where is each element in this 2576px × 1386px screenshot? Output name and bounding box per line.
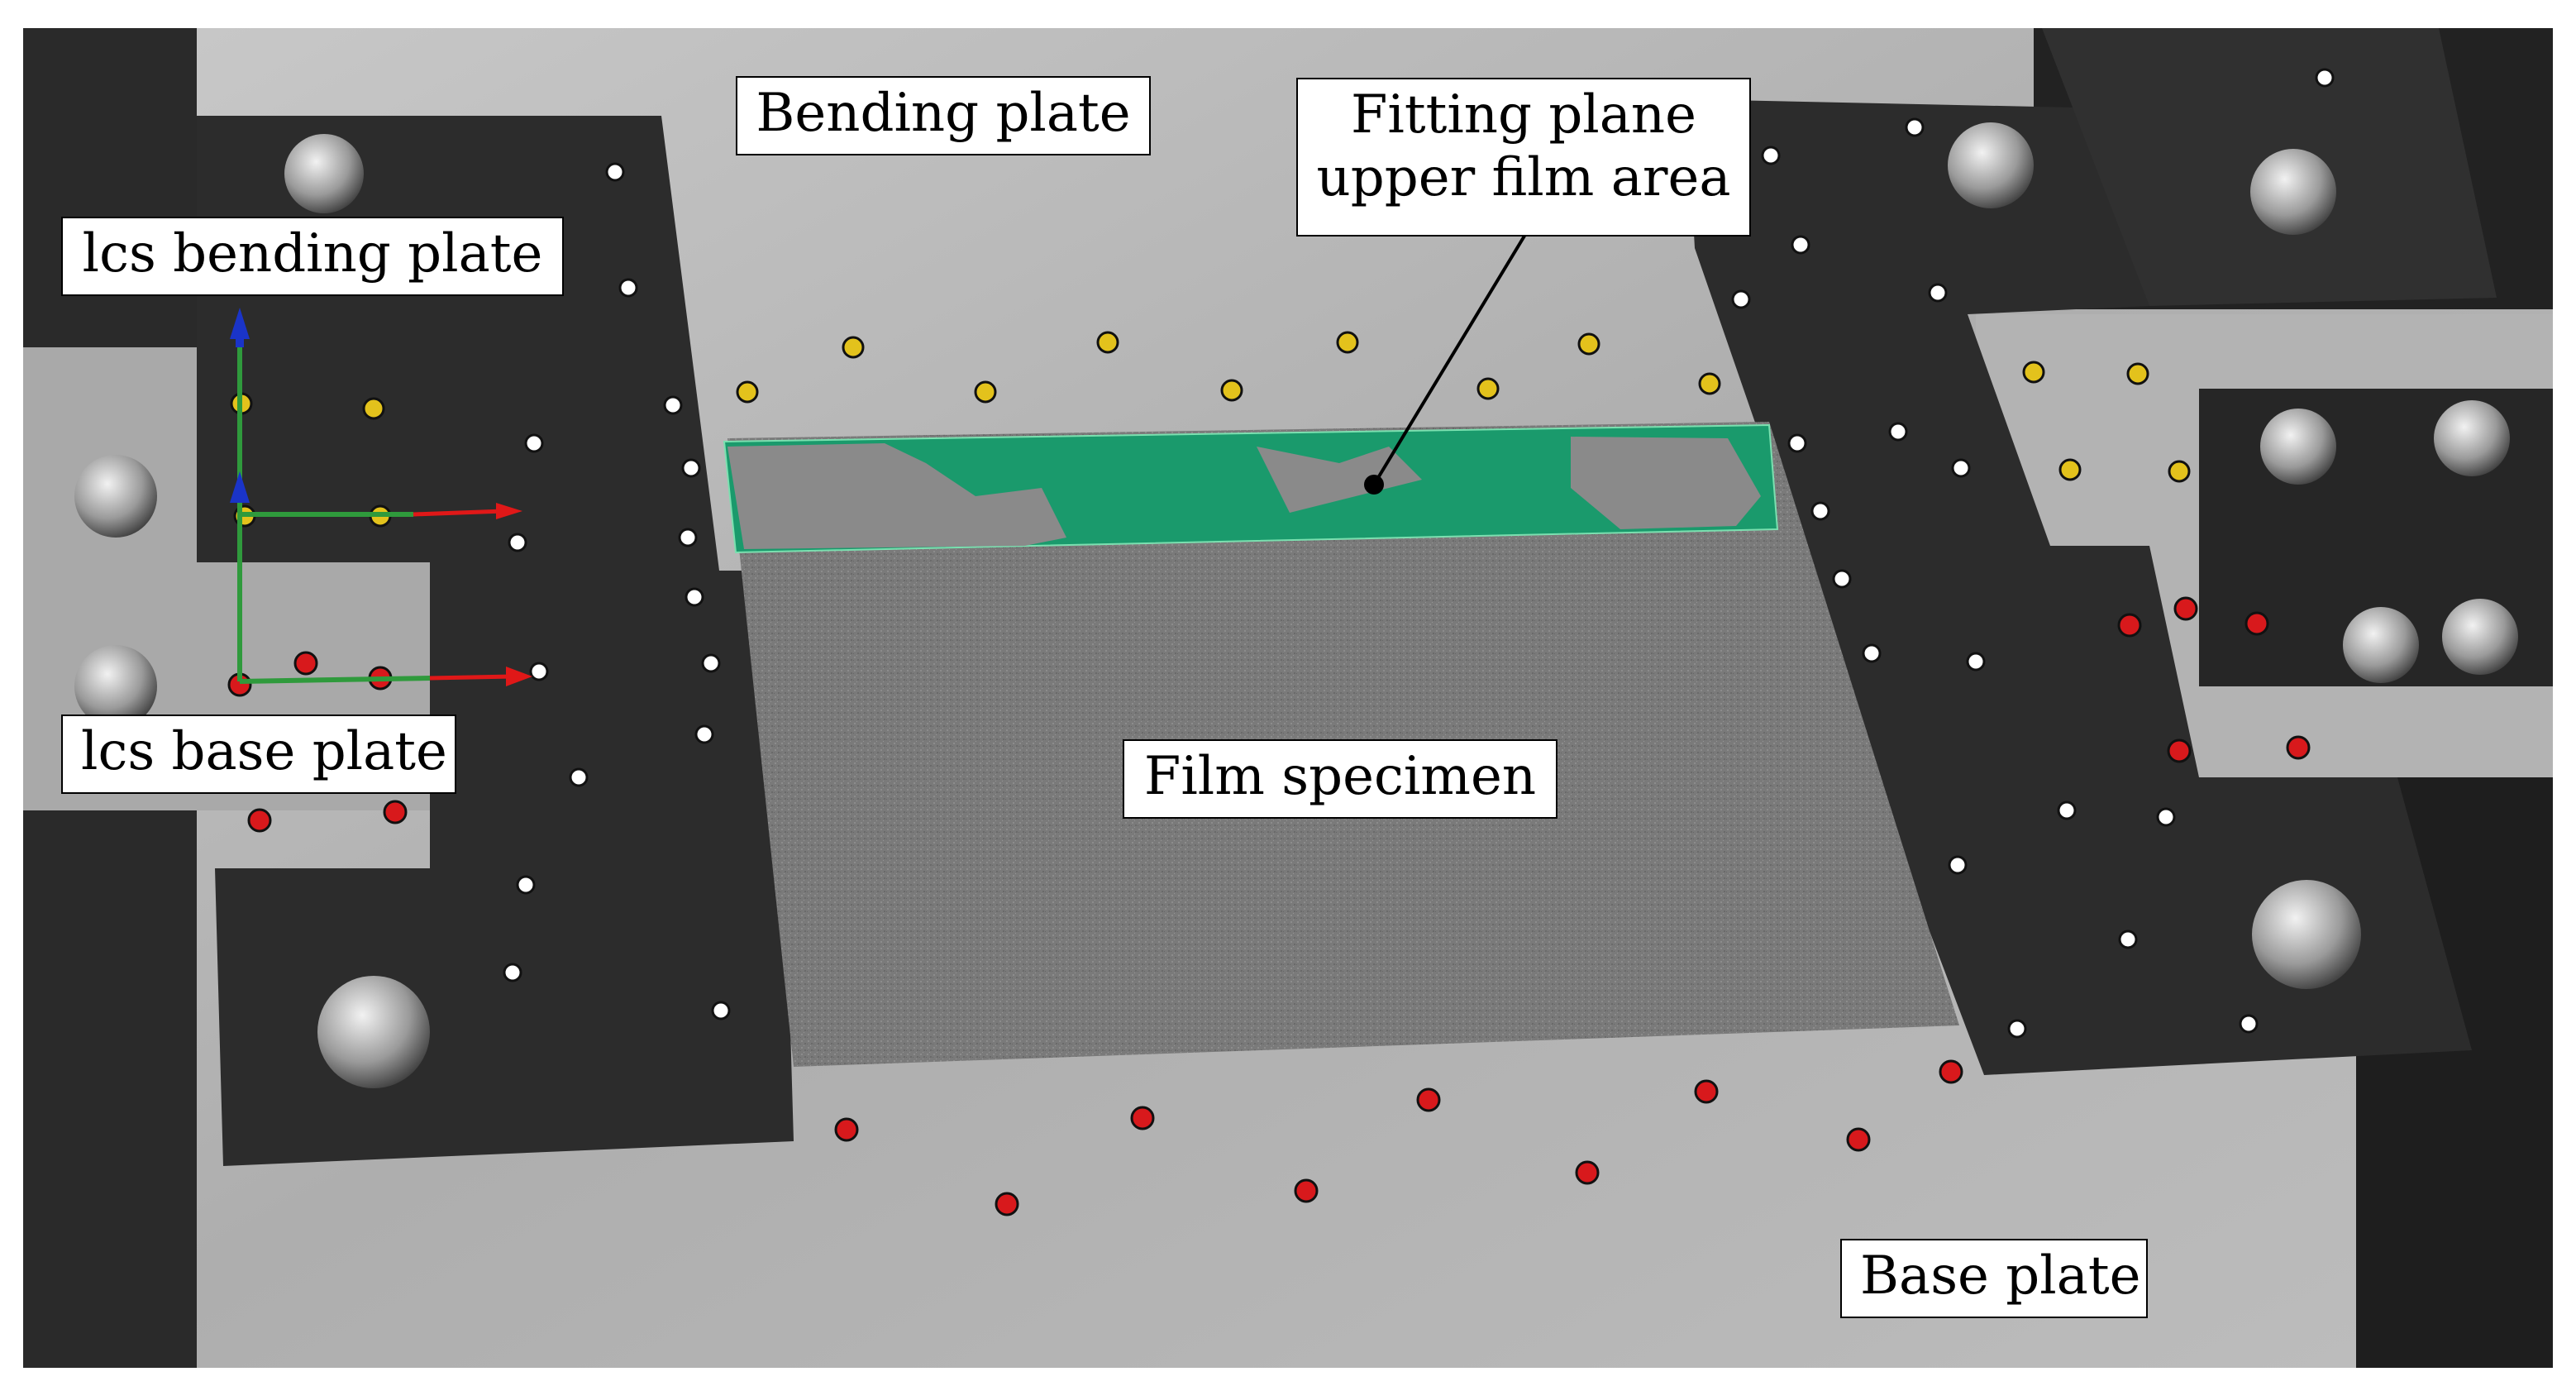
fitting-plane-gray-patch	[727, 437, 1761, 549]
callout-film-specimen-text: Film specimen	[1143, 746, 1537, 807]
bolt-right-side-2	[2434, 400, 2510, 476]
fitting-plane-leader-line	[1372, 232, 1528, 486]
lcs-base-plate-axes	[230, 471, 532, 686]
bolt-right-side-3	[2343, 607, 2419, 683]
bolt-left-side-2	[74, 645, 157, 728]
callout-lcs-bending-plate-text: lcs bending plate	[82, 223, 543, 284]
bolt-left-top	[284, 134, 364, 213]
callout-fitting-plane-line2: upper film area	[1316, 146, 1731, 208]
left-bracket-plate	[197, 116, 794, 1166]
callout-base-plate: Base plate	[1840, 1239, 2148, 1318]
right-bracket-plate	[1686, 99, 2472, 1075]
bolt-right-bottom	[2252, 880, 2361, 989]
callout-bending-plate: Bending plate	[736, 76, 1151, 155]
yellow-markers	[230, 331, 2191, 528]
red-markers	[227, 596, 2311, 1216]
bolt-right-side-4	[2442, 599, 2518, 675]
bolt-right-upper	[2250, 149, 2336, 235]
callout-lcs-base-plate-text: lcs base plate	[81, 721, 447, 782]
callout-fitting-plane-line1: Fitting plane	[1351, 84, 1696, 146]
bolt-right-side-1	[2260, 409, 2336, 485]
callout-base-plate-text: Base plate	[1860, 1245, 2141, 1307]
bolt-right-top	[1948, 122, 2034, 208]
white-markers	[503, 68, 2335, 1039]
bolt-left-bottom	[317, 976, 430, 1088]
callout-fitting-plane: Fitting plane upper film area	[1296, 78, 1751, 237]
callout-bending-plate-text: Bending plate	[756, 83, 1131, 144]
callout-film-specimen: Film specimen	[1123, 739, 1558, 819]
bolt-left-side-1	[74, 455, 157, 538]
fitting-plane-leader-dot	[1364, 475, 1384, 495]
callout-lcs-bending-plate: lcs bending plate	[61, 217, 564, 296]
callout-lcs-base-plate: lcs base plate	[61, 715, 456, 794]
